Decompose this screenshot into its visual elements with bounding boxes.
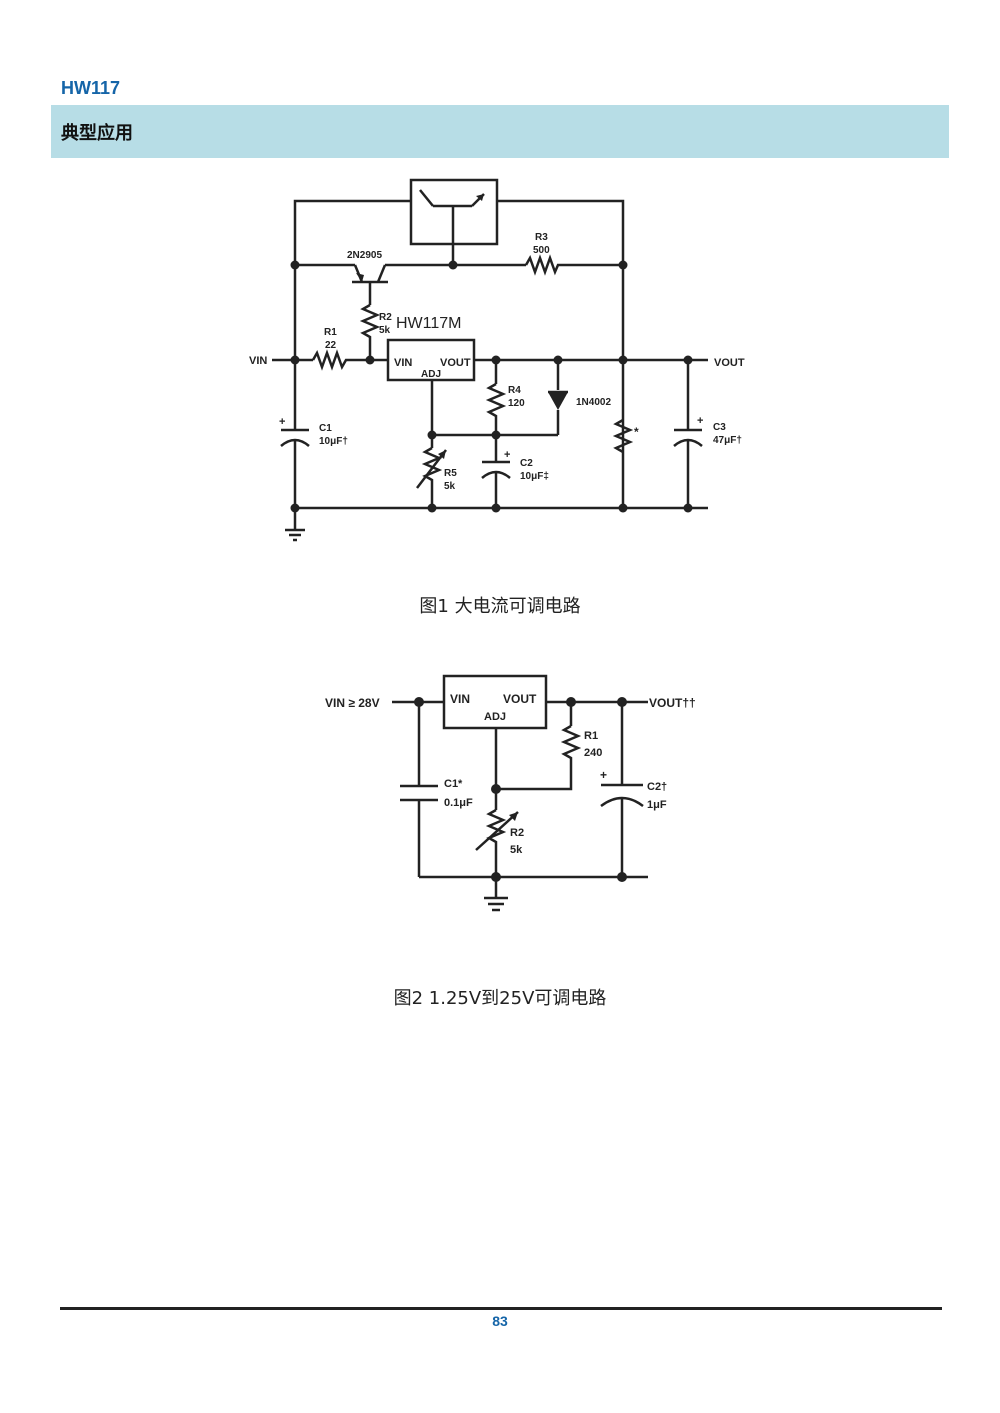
- label-star: *: [634, 425, 639, 439]
- label-r1-name: R1: [584, 730, 598, 742]
- label-r3-value: 500: [533, 245, 550, 256]
- footer-divider: [60, 1307, 942, 1310]
- label-c1-value: 10μF†: [319, 436, 348, 447]
- label-c1-value: 0.1μF: [444, 797, 473, 809]
- label-r2-name: R2: [510, 827, 524, 839]
- label-ic-vout: VOUT: [503, 692, 537, 706]
- label-r2-value: 5k: [510, 844, 523, 856]
- label-c2-plus: +: [600, 768, 607, 782]
- label-r2-value: 5k: [379, 325, 391, 336]
- label-vout: VOUT††: [649, 696, 696, 710]
- label-ic-vin: VIN: [394, 357, 412, 369]
- label-ic-adj: ADJ: [484, 711, 506, 723]
- label-c2-name: C2†: [647, 781, 667, 793]
- label-c1-name: C1*: [444, 778, 463, 790]
- label-r3-name: R3: [535, 232, 548, 243]
- label-c1-plus: +: [279, 416, 285, 428]
- label-c3-plus: +: [697, 415, 703, 427]
- figure-2-schematic: VIN ≥ 28V VIN VOUT ADJ VOUT†† R1 240 C1*…: [325, 674, 696, 912]
- label-vin: VIN: [249, 355, 267, 367]
- section-title: 典型应用: [61, 123, 133, 144]
- label-c2-plus: +: [504, 449, 510, 461]
- figure-1-schematic: 2N2905 R3 500 R2 5k HW117M R1 22 VIN VIN…: [249, 178, 745, 542]
- label-vin: VIN ≥ 28V: [325, 696, 380, 710]
- label-c2-name: C2: [520, 458, 533, 469]
- label-r1-value: 22: [325, 340, 337, 351]
- label-ic-vin: VIN: [450, 692, 470, 706]
- label-c3-value: 47μF†: [713, 435, 742, 446]
- label-2n2905: 2N2905: [347, 250, 382, 261]
- label-ic-adj: ADJ: [421, 369, 441, 380]
- section-header-bar: 典型应用: [51, 105, 949, 158]
- label-r5-name: R5: [444, 468, 457, 479]
- label-c1-name: C1: [319, 423, 332, 434]
- label-c2-value: 10μF‡: [520, 471, 549, 482]
- label-ic-vout: VOUT: [440, 357, 471, 369]
- page-number: 83: [492, 1313, 508, 1329]
- figure-2-adjustable-regulator: VIN ≥ 28V VIN VOUT ADJ VOUT†† R1 240 C1*…: [320, 668, 710, 918]
- label-r4-value: 120: [508, 398, 525, 409]
- figure-2-caption: 图2 1.25V到25V可调电路: [393, 988, 607, 1009]
- label-diode: 1N4002: [576, 397, 611, 408]
- figure-1-high-current-regulator: 2N2905 R3 500 R2 5k HW117M R1 22 VIN VIN…: [248, 178, 753, 548]
- document-title: HW117: [61, 78, 121, 98]
- label-r2-name: R2: [379, 312, 392, 323]
- label-r1-value: 240: [584, 747, 602, 759]
- label-r1-name: R1: [324, 327, 337, 338]
- label-ic-name: HW117M: [396, 315, 462, 332]
- label-c3-name: C3: [713, 422, 726, 433]
- label-c2-value: 1μF: [647, 799, 667, 811]
- label-r4-name: R4: [508, 385, 521, 396]
- figure-1-caption: 图1 大电流可调电路: [419, 596, 581, 617]
- label-vout: VOUT: [714, 357, 745, 369]
- label-r5-value: 5k: [444, 481, 456, 492]
